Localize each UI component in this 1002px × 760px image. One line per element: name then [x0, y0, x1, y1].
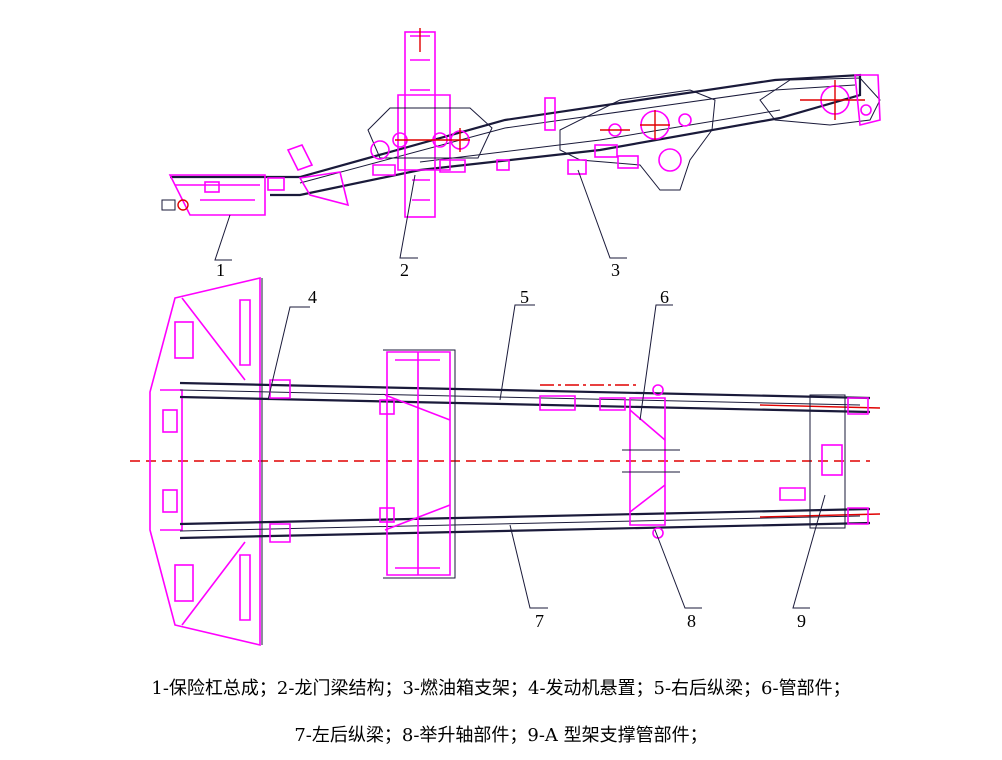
callout-5: 5: [520, 287, 529, 307]
callout-9: 9: [797, 611, 806, 631]
side-view: [161, 28, 881, 261]
top-view: [130, 276, 881, 647]
callout-8: 8: [687, 611, 696, 631]
legend-line-2: 7-左后纵梁；8-举升轴部件；9-A 型架支撑管部件；: [294, 725, 708, 746]
left-rail: [179, 507, 881, 543]
right-rail: [179, 379, 881, 414]
callout-2: 2: [400, 260, 409, 280]
callout-7: 7: [535, 611, 544, 631]
gantry-beam-top: [379, 349, 456, 579]
callout-6: 6: [660, 287, 669, 307]
callout-4: 4: [308, 287, 317, 307]
callout-3: 3: [611, 260, 620, 280]
legend-line-1: 1-保险杠总成；2-龙门梁结构；3-燃油箱支架；4-发动机悬置；5-右后纵梁；6…: [151, 678, 851, 699]
gantry-beam-side: [367, 28, 510, 218]
rear-bracket-side: [544, 89, 716, 191]
bumper-side: [161, 144, 350, 216]
pipe-part-top: [622, 384, 680, 539]
rear-end-side: [759, 74, 881, 127]
a-frame-top: [779, 394, 869, 529]
callout-1: 1: [216, 260, 225, 280]
bumper-top: [149, 276, 263, 647]
